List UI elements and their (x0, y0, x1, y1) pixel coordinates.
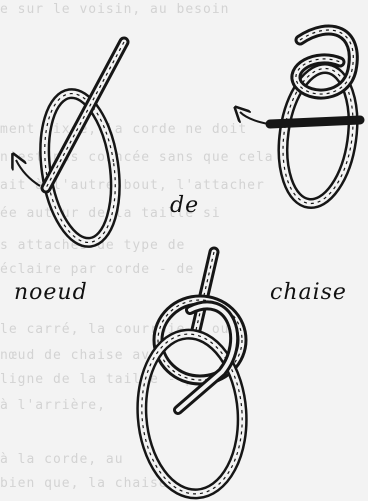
knot-label-noeud: noeud (14, 280, 88, 305)
knot-label-de: de (170, 193, 199, 218)
knot-step-1-drawing (16, 42, 124, 247)
knot-step-2-drawing (240, 30, 361, 208)
knot-label-chaise: chaise (270, 280, 347, 305)
arrow-icon (16, 160, 40, 186)
arrow-icon (240, 112, 268, 124)
knot-step-3-drawing (137, 252, 248, 497)
